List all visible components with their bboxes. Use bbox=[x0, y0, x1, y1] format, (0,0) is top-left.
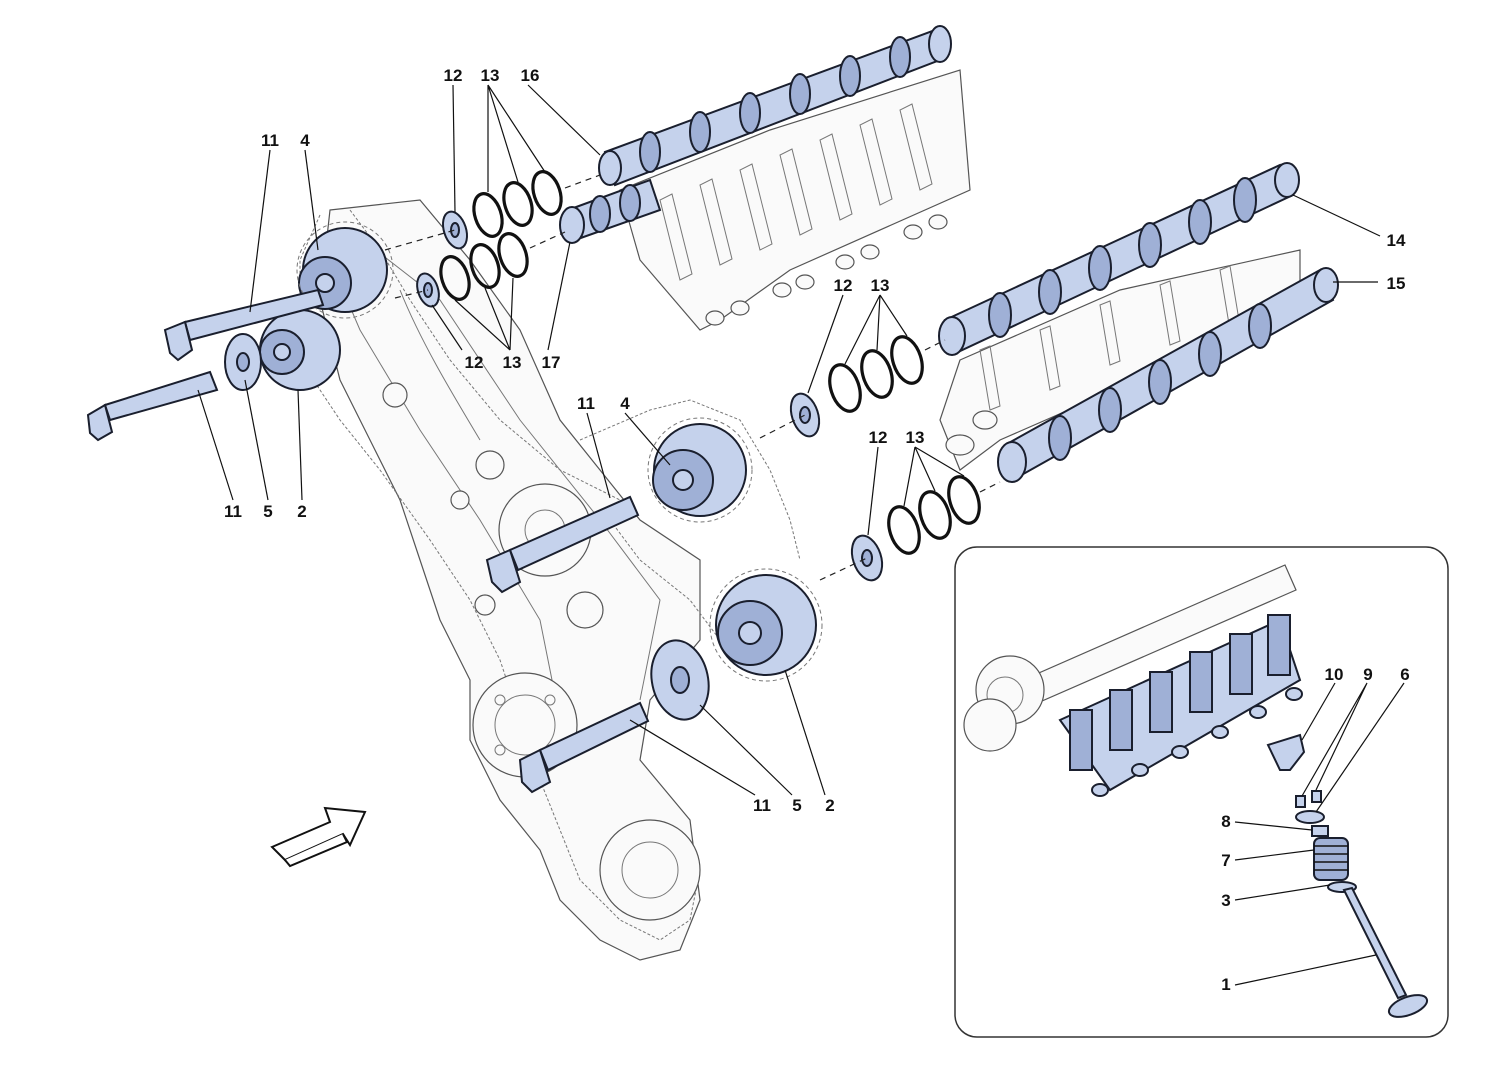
callout-12: 12 bbox=[465, 353, 484, 372]
callout-2: 2 bbox=[297, 502, 306, 521]
inset-camshaft bbox=[963, 564, 1297, 752]
arrow-icon bbox=[270, 806, 367, 868]
callout-5: 5 bbox=[263, 502, 272, 521]
inset-rocker-assembly bbox=[1058, 614, 1303, 797]
camshaft-17 bbox=[559, 178, 662, 244]
cam-phaser-2-lower bbox=[709, 568, 823, 682]
callout-6: 6 bbox=[1400, 665, 1409, 684]
callout-16: 16 bbox=[521, 66, 540, 85]
rocker-arm-10 bbox=[1266, 733, 1306, 771]
callout-11: 11 bbox=[753, 796, 771, 815]
bolt-11-c bbox=[485, 495, 640, 594]
shim-12-d bbox=[850, 534, 884, 582]
callout-13: 13 bbox=[503, 353, 522, 372]
callout-5: 5 bbox=[792, 796, 801, 815]
seal-rings-13-c bbox=[828, 335, 924, 413]
camshaft-16 bbox=[598, 25, 952, 187]
seal-rings-13-b bbox=[439, 232, 529, 301]
washer-5-upper bbox=[224, 333, 262, 391]
callout-12: 12 bbox=[834, 276, 853, 295]
inset-detail-panel bbox=[954, 546, 1449, 1038]
leader-lines bbox=[197, 84, 1405, 986]
shim-12-a bbox=[442, 210, 468, 250]
callout-11: 11 bbox=[577, 394, 595, 413]
callout-2: 2 bbox=[825, 796, 834, 815]
callout-17: 17 bbox=[542, 353, 561, 372]
callout-10: 10 bbox=[1325, 665, 1344, 684]
callout-13: 13 bbox=[906, 428, 925, 447]
shim-12-c bbox=[789, 392, 821, 438]
callouts: 11 4 11 5 2 12 13 16 12 13 17 14 15 12 1… bbox=[224, 66, 1410, 994]
callout-4: 4 bbox=[300, 131, 310, 150]
callout-7: 7 bbox=[1221, 851, 1230, 870]
bolt-11-d bbox=[518, 701, 650, 794]
callout-15: 15 bbox=[1387, 274, 1406, 293]
valve-keepers-9 bbox=[1295, 790, 1322, 808]
seal-rings-13-d bbox=[887, 475, 981, 555]
cam-phaser-4-lower bbox=[647, 417, 753, 523]
callout-8: 8 bbox=[1221, 812, 1230, 831]
valve-1 bbox=[1342, 886, 1429, 1018]
spring-retainer-6 bbox=[1295, 810, 1325, 824]
washer-5-lower bbox=[650, 639, 710, 721]
camshaft-15 bbox=[997, 267, 1339, 483]
seal-rings-13-a bbox=[472, 170, 563, 238]
callout-12: 12 bbox=[869, 428, 888, 447]
callout-1: 1 bbox=[1221, 975, 1230, 994]
assembly-axes bbox=[384, 174, 1001, 581]
valvetrain-bank-upper bbox=[619, 69, 971, 331]
cam-phaser-2-upper bbox=[259, 309, 341, 391]
camshaft-14 bbox=[938, 162, 1300, 356]
callout-3: 3 bbox=[1221, 891, 1230, 910]
bolt-11-a bbox=[163, 288, 325, 362]
bolt-11-b bbox=[86, 370, 219, 442]
valvetrain-bank-lower bbox=[939, 249, 1301, 471]
callout-4: 4 bbox=[620, 394, 630, 413]
callout-13: 13 bbox=[871, 276, 890, 295]
callout-11: 11 bbox=[224, 502, 242, 521]
callout-13: 13 bbox=[481, 66, 500, 85]
callout-9: 9 bbox=[1363, 665, 1372, 684]
callout-11: 11 bbox=[261, 131, 279, 150]
callout-14: 14 bbox=[1387, 231, 1406, 250]
callout-12: 12 bbox=[444, 66, 463, 85]
valve-seal-8 bbox=[1311, 825, 1329, 837]
valve-spring-7 bbox=[1313, 837, 1349, 881]
